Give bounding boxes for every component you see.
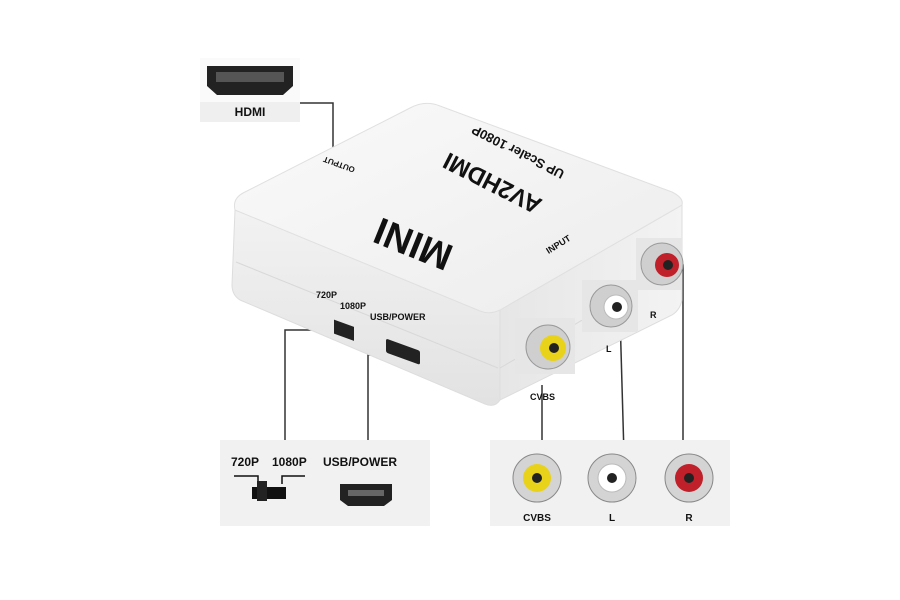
white-jack <box>582 280 638 332</box>
callout-red-jack <box>664 453 714 503</box>
converter-box <box>231 102 683 406</box>
callout-l-label: L <box>609 513 615 524</box>
side-controls: 720P 1080P USB/POWER CVBS L R <box>316 290 657 402</box>
resolution-switch <box>334 319 354 341</box>
red-jack <box>636 238 684 290</box>
switch-1080-label: 1080P <box>340 301 366 311</box>
hdmi-callout: HDMI <box>200 58 300 122</box>
callout-yellow-jack <box>512 453 562 503</box>
callout-r-label: R <box>685 513 693 524</box>
rca-callout: CVBS L R <box>490 440 730 526</box>
callout-white-jack <box>587 453 637 503</box>
r-label: R <box>650 310 657 320</box>
yellow-jack <box>515 318 575 374</box>
usb-port <box>386 339 420 365</box>
usb-power-label: USB/POWER <box>370 312 426 322</box>
cvbs-label: CVBS <box>530 392 555 402</box>
callout-cvbs-label: CVBS <box>523 513 551 524</box>
hdmi-label: HDMI <box>235 105 266 119</box>
switch-usb-callout: 720P 1080P USB/POWER <box>220 440 430 526</box>
callout-720-label: 720P <box>231 455 259 469</box>
device-rca-jacks <box>515 238 684 374</box>
l-label: L <box>606 344 612 354</box>
callout-usb-label: USB/POWER <box>323 455 397 469</box>
callout-1080-label: 1080P <box>272 455 307 469</box>
switch-720-label: 720P <box>316 290 337 300</box>
